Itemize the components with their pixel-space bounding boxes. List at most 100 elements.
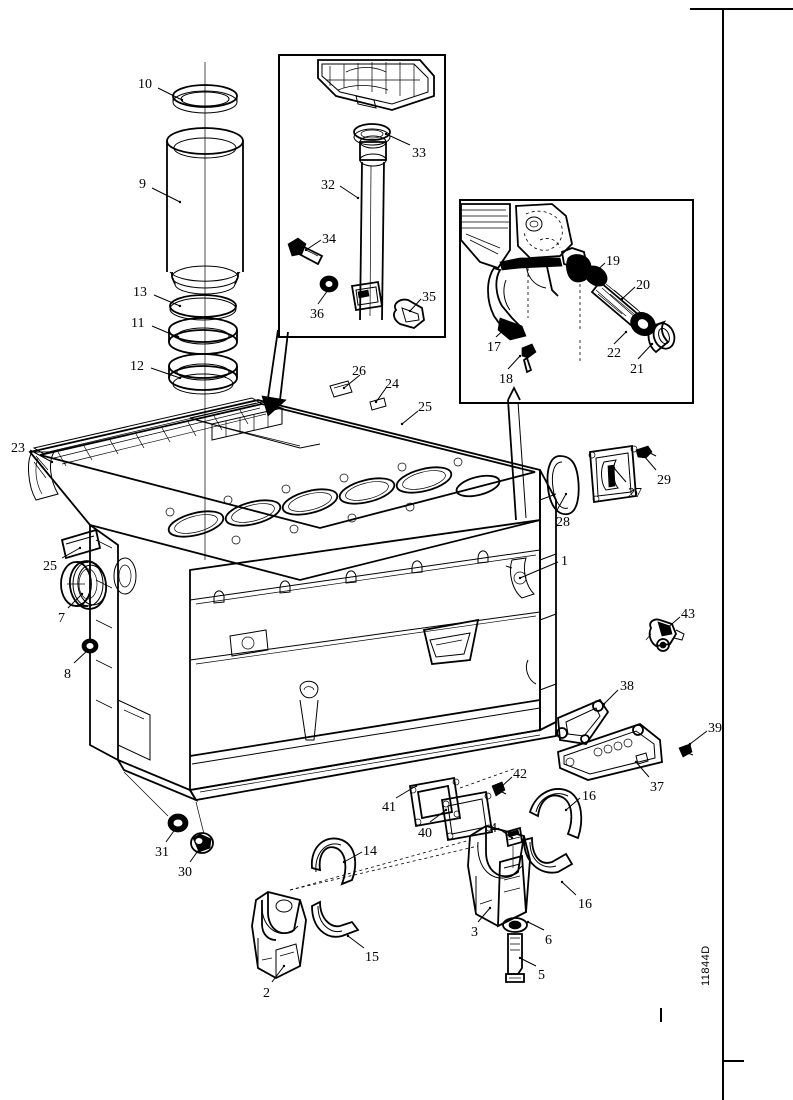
leader-line-thrust-washer-half-upper — [566, 798, 580, 810]
leader-line-housing-retaining-bolt — [644, 456, 656, 470]
callout-label-adjusting-link-screw: 20 — [636, 278, 650, 293]
part-6-bearing-bolt-washer — [503, 918, 527, 932]
leader-line-oil-filler-tube — [340, 186, 358, 198]
leader-tip-oil-pressure-switch-assembly — [664, 627, 668, 631]
callout-label-link-end-cap: 21 — [630, 362, 644, 377]
leader-line-engine-front-mount-bracket — [604, 690, 618, 704]
page-rule-right — [722, 8, 724, 1100]
part-19-adjusting-link-head — [562, 248, 611, 290]
side-wall-pads — [230, 630, 318, 740]
leader-tip-oil-filler-tube — [356, 196, 360, 200]
part-7-camshaft-bearing-bush — [61, 562, 103, 606]
leader-line-liner-o-ring-lower — [151, 368, 180, 378]
oil-gallery-pad — [424, 620, 478, 664]
part-2-front-bearing-cap — [252, 892, 306, 978]
drain-plug-leader — [124, 772, 204, 834]
leader-tip-mount-bracket-bolt — [688, 742, 692, 746]
callout-label-liner-o-ring-upper: 13 — [133, 285, 147, 300]
leader-line-intermediate-main-bearing-cap — [478, 908, 490, 922]
callout-label-filler-tube-clamp-bolt: 34 — [322, 232, 336, 247]
callout-label-link-lock-nut: 22 — [607, 346, 621, 361]
callout-label-cylinder-liner-seal-ring: 10 — [138, 77, 152, 92]
part-5-bearing-cap-bolt — [506, 934, 524, 982]
leader-line-filler-tube-seal-ring — [386, 134, 410, 145]
part-30-drain-plug — [191, 833, 213, 853]
leader-tip-main-bearing-bolt-washer — [526, 920, 530, 924]
leader-line-bearing-cap-dowel — [498, 828, 512, 838]
leader-tip-main-bearing-shell-upper — [342, 860, 346, 864]
part-11-oring-middle — [169, 318, 237, 354]
part-42-cover-screw — [492, 782, 506, 796]
part-1-cylinder-block — [29, 381, 556, 800]
callout-label-liner-o-ring-middle: 11 — [131, 316, 145, 331]
callout-label-intermediate-main-bearing-cap: 3 — [471, 925, 478, 940]
leader-line-engine-rear-mount-rail — [636, 762, 649, 777]
filler-tube-clamp — [352, 282, 382, 310]
callout-label-mount-bracket-bolt: 39 — [708, 721, 722, 736]
leader-tip-adjusting-link-head — [590, 273, 594, 277]
callout-label-cylinder-liner: 9 — [139, 177, 146, 192]
leader-tip-filler-tube-bracket — [408, 309, 412, 313]
bearing-group-leader — [290, 840, 478, 890]
leader-tip-side-inspection-cover — [444, 808, 448, 812]
leader-line-oil-pressure-switch-assembly — [666, 617, 680, 629]
leader-line-idler-lever — [496, 324, 510, 337]
part-13-oring-upper — [170, 295, 236, 320]
leader-tip-end-cover-gasket — [564, 492, 568, 496]
part-16-thrust-washer-upper — [530, 789, 581, 838]
part-25-block-side-cover — [62, 530, 100, 558]
inset-oil-filler-tube-detail — [278, 54, 446, 338]
leader-line-thrust-washer-half-lower — [562, 882, 576, 895]
drawing-number: 11844D — [700, 945, 712, 986]
leader-tip-liner-o-ring-middle — [176, 335, 180, 339]
leader-line-adjusting-link-head — [592, 263, 605, 275]
leader-line-filler-tube-clamp-washer — [318, 290, 328, 304]
callout-label-idler-lever: 17 — [487, 340, 501, 355]
leader-tip-filler-tube-clamp-bolt — [304, 248, 308, 252]
callout-label-thrust-washer-half-lower: 16 — [578, 897, 592, 912]
cylinder-bores — [166, 463, 501, 542]
leader-tip-block-drain-plug — [198, 846, 202, 850]
leader-tip-housing-retaining-bolt — [642, 454, 646, 458]
part-26-water-transfer-connector — [330, 381, 352, 397]
part-43-oil-pressure-switch — [646, 619, 684, 651]
callout-label-liner-o-ring-lower: 12 — [130, 359, 144, 374]
leader-tip-filler-tube-clamp-washer — [326, 288, 330, 292]
leader-line-front-main-bearing-cap — [272, 966, 284, 982]
leader-tip-cylinder-liner — [178, 200, 182, 204]
inset-idler-lever-linkage-detail — [459, 199, 694, 404]
callout-leader-lines — [30, 88, 707, 982]
leader-line-adjusting-link-screw — [622, 287, 635, 299]
leader-tip-camshaft-bearing-bush — [80, 592, 84, 596]
part-38-front-mount-bracket — [557, 700, 608, 744]
leader-tip-engine-front-mount-bracket — [602, 702, 606, 706]
leader-tip-cylinder-head-stud — [374, 400, 378, 404]
callout-label-engine-rear-mount-rail: 37 — [650, 780, 664, 795]
leader-tip-cylinder-liner-seal-ring — [180, 98, 184, 102]
leader-tip-liner-o-ring-lower — [178, 376, 182, 380]
leader-tip-cylinder-head-gasket-face — [50, 460, 54, 464]
leader-line-cylinder-head-gasket-face — [30, 450, 52, 462]
leader-tip-side-cover-gasket — [414, 784, 418, 788]
leader-line-cover-retaining-screw — [500, 777, 512, 788]
leader-tip-bearing-cap-dowel — [510, 836, 514, 840]
page-tick-bottom-right — [722, 1060, 744, 1062]
part-16-thrust-washer-lower — [524, 838, 572, 873]
part-3-intermediate-bearing-cap — [468, 826, 530, 926]
leader-tip-main-bearing-shell-lower — [346, 934, 350, 938]
part-33-filler-seal-ring — [354, 124, 390, 145]
callout-label-block-top-deck-rail: 25 — [418, 400, 432, 415]
side-wall-bolt-bosses — [214, 551, 488, 603]
leader-tip-intermediate-main-bearing-cap — [488, 906, 492, 910]
callout-label-end-cover-gasket: 28 — [556, 515, 570, 530]
callout-label-cover-retaining-screw: 42 — [513, 767, 527, 782]
callout-label-side-cover-gasket: 41 — [382, 800, 396, 815]
leader-line-rear-end-housing — [614, 468, 626, 482]
callout-label-block-side-cover-plate: 25 — [43, 559, 57, 574]
callout-label-filler-tube-seal-ring: 33 — [412, 146, 426, 161]
part-25-top-deck-rail — [190, 402, 320, 448]
part-8-dowel-pin — [82, 639, 98, 653]
part-37-rear-mount-rail — [558, 724, 662, 780]
leader-line-cylinder-liner-seal-ring — [158, 88, 182, 100]
